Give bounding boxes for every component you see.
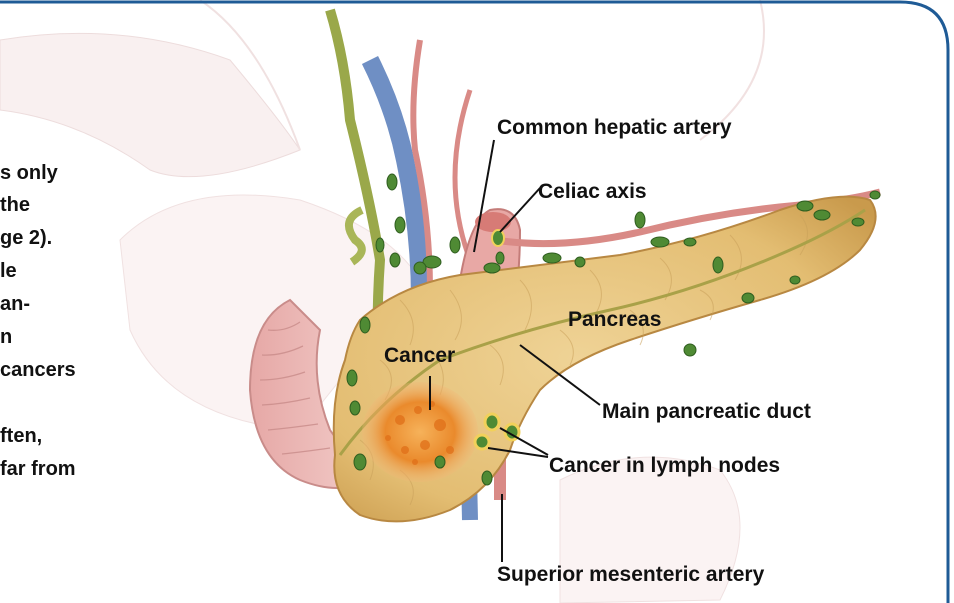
label-cancer: Cancer	[384, 345, 455, 366]
tumor	[362, 382, 478, 482]
side-text-line: ge 2).	[0, 228, 52, 248]
label-pancreas: Pancreas	[568, 309, 661, 330]
side-text-line: far from	[0, 459, 76, 479]
side-text: s only the ge 2). le an- n cancers ften,…	[0, 0, 130, 603]
label-common-hepatic-artery: Common hepatic artery	[497, 117, 732, 138]
side-text-line: ften,	[0, 426, 42, 446]
label-celiac-axis: Celiac axis	[538, 181, 647, 202]
side-text-line: le	[0, 261, 17, 281]
side-text-line: an-	[0, 294, 30, 314]
label-superior-mesenteric-artery: Superior mesenteric artery	[497, 564, 764, 585]
side-text-line: cancers	[0, 360, 76, 380]
side-text-line: n	[0, 327, 12, 347]
side-text-line: the	[0, 195, 30, 215]
label-main-pancreatic-duct: Main pancreatic duct	[602, 401, 811, 422]
side-text-line: s only	[0, 163, 58, 183]
label-cancer-in-lymph-nodes: Cancer in lymph nodes	[549, 455, 780, 476]
